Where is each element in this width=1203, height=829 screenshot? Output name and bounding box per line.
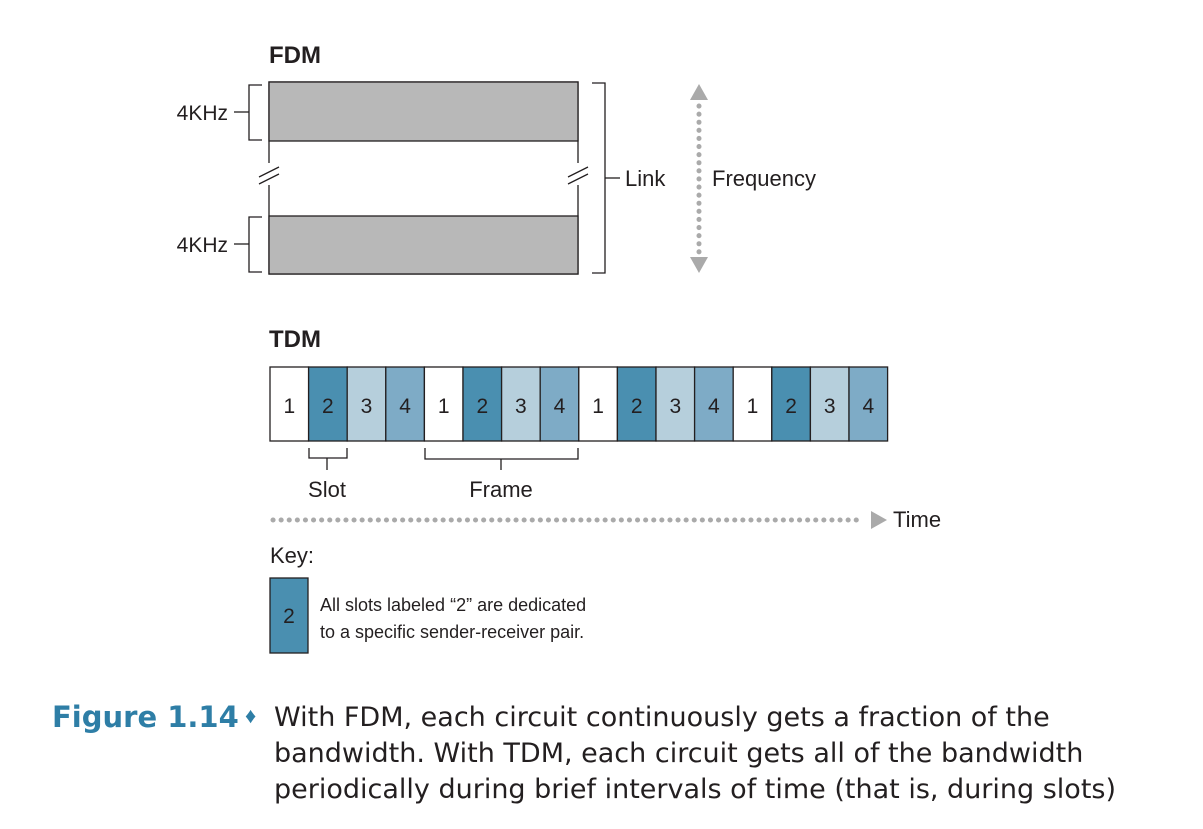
fdm-band-bottom bbox=[268, 215, 579, 275]
tdm-slot-label: 3 bbox=[669, 395, 681, 418]
tdm-slot-label: 4 bbox=[399, 395, 411, 418]
tdm-slot bbox=[693, 366, 734, 442]
tdm-slot-label: 4 bbox=[708, 395, 720, 418]
frame-label: Frame bbox=[469, 477, 533, 502]
tdm-slot-strip: 1 2 3 4 1 2 3 4 1 2 3 4 1 2 3 4 bbox=[269, 366, 889, 442]
band-top-label: 4KHz bbox=[177, 102, 228, 125]
band-bottom-bracket bbox=[248, 216, 262, 273]
tdm-slot-label: 2 bbox=[476, 395, 488, 418]
frequency-label: Frequency bbox=[712, 166, 816, 191]
tdm-slot-label: 4 bbox=[862, 395, 874, 418]
tdm-slot bbox=[809, 366, 850, 442]
tdm-slot bbox=[848, 366, 889, 442]
fdm-break-mark-right bbox=[567, 163, 589, 185]
tdm-slot bbox=[500, 366, 541, 442]
tdm-slot bbox=[307, 366, 348, 442]
frame-bracket bbox=[424, 448, 579, 460]
tdm-fdm-diagram: FDM 4KHz 4KHz Link Frequency TDM 1 2 3 4 1 2 3… bbox=[177, 42, 941, 654]
fdm-break-mark-left bbox=[258, 163, 280, 185]
link-bracket bbox=[592, 82, 606, 274]
tdm-title: TDM bbox=[269, 326, 321, 353]
tdm-slot bbox=[655, 366, 696, 442]
tdm-slot-label: 3 bbox=[515, 395, 527, 418]
tdm-slot-label: 4 bbox=[554, 395, 566, 418]
band-bottom-label: 4KHz bbox=[177, 234, 228, 257]
tdm-slot-label: 1 bbox=[438, 395, 450, 418]
time-arrow bbox=[270, 511, 887, 529]
time-label: Time bbox=[893, 507, 941, 532]
key-title: Key: bbox=[270, 543, 314, 568]
tdm-slot bbox=[269, 366, 310, 442]
figure-number: Figure 1.14 bbox=[52, 700, 239, 734]
fdm-title: FDM bbox=[269, 42, 321, 69]
slot-label: Slot bbox=[308, 477, 346, 502]
key-description-line1: All slots labeled “2” are dedicated bbox=[320, 595, 586, 615]
slot-bracket bbox=[308, 448, 348, 459]
tdm-slot-label: 3 bbox=[361, 395, 373, 418]
caption-separator: ♦ bbox=[245, 703, 257, 728]
tdm-slot-label: 2 bbox=[785, 395, 797, 418]
key-description-line2: to a specific sender-receiver pair. bbox=[320, 622, 584, 642]
tdm-slot bbox=[771, 366, 812, 442]
tdm-slot-label: 2 bbox=[631, 395, 643, 418]
tdm-slot-label: 3 bbox=[824, 395, 836, 418]
tdm-slot bbox=[578, 366, 619, 442]
tdm-slot-label: 2 bbox=[322, 395, 334, 418]
frequency-arrow bbox=[690, 84, 708, 273]
caption-text: With FDM, each circuit continuously gets… bbox=[274, 702, 1117, 805]
fdm-band-top bbox=[268, 81, 579, 142]
band-top-bracket bbox=[248, 84, 262, 141]
tdm-slot-label: 1 bbox=[283, 395, 295, 418]
tdm-slot bbox=[346, 366, 387, 442]
link-label: Link bbox=[625, 166, 666, 191]
tdm-slot bbox=[385, 366, 426, 442]
key-swatch-label: 2 bbox=[283, 605, 295, 628]
tdm-slot-label: 1 bbox=[747, 395, 759, 418]
tdm-slot-label: 1 bbox=[592, 395, 604, 418]
key-swatch bbox=[269, 577, 309, 654]
